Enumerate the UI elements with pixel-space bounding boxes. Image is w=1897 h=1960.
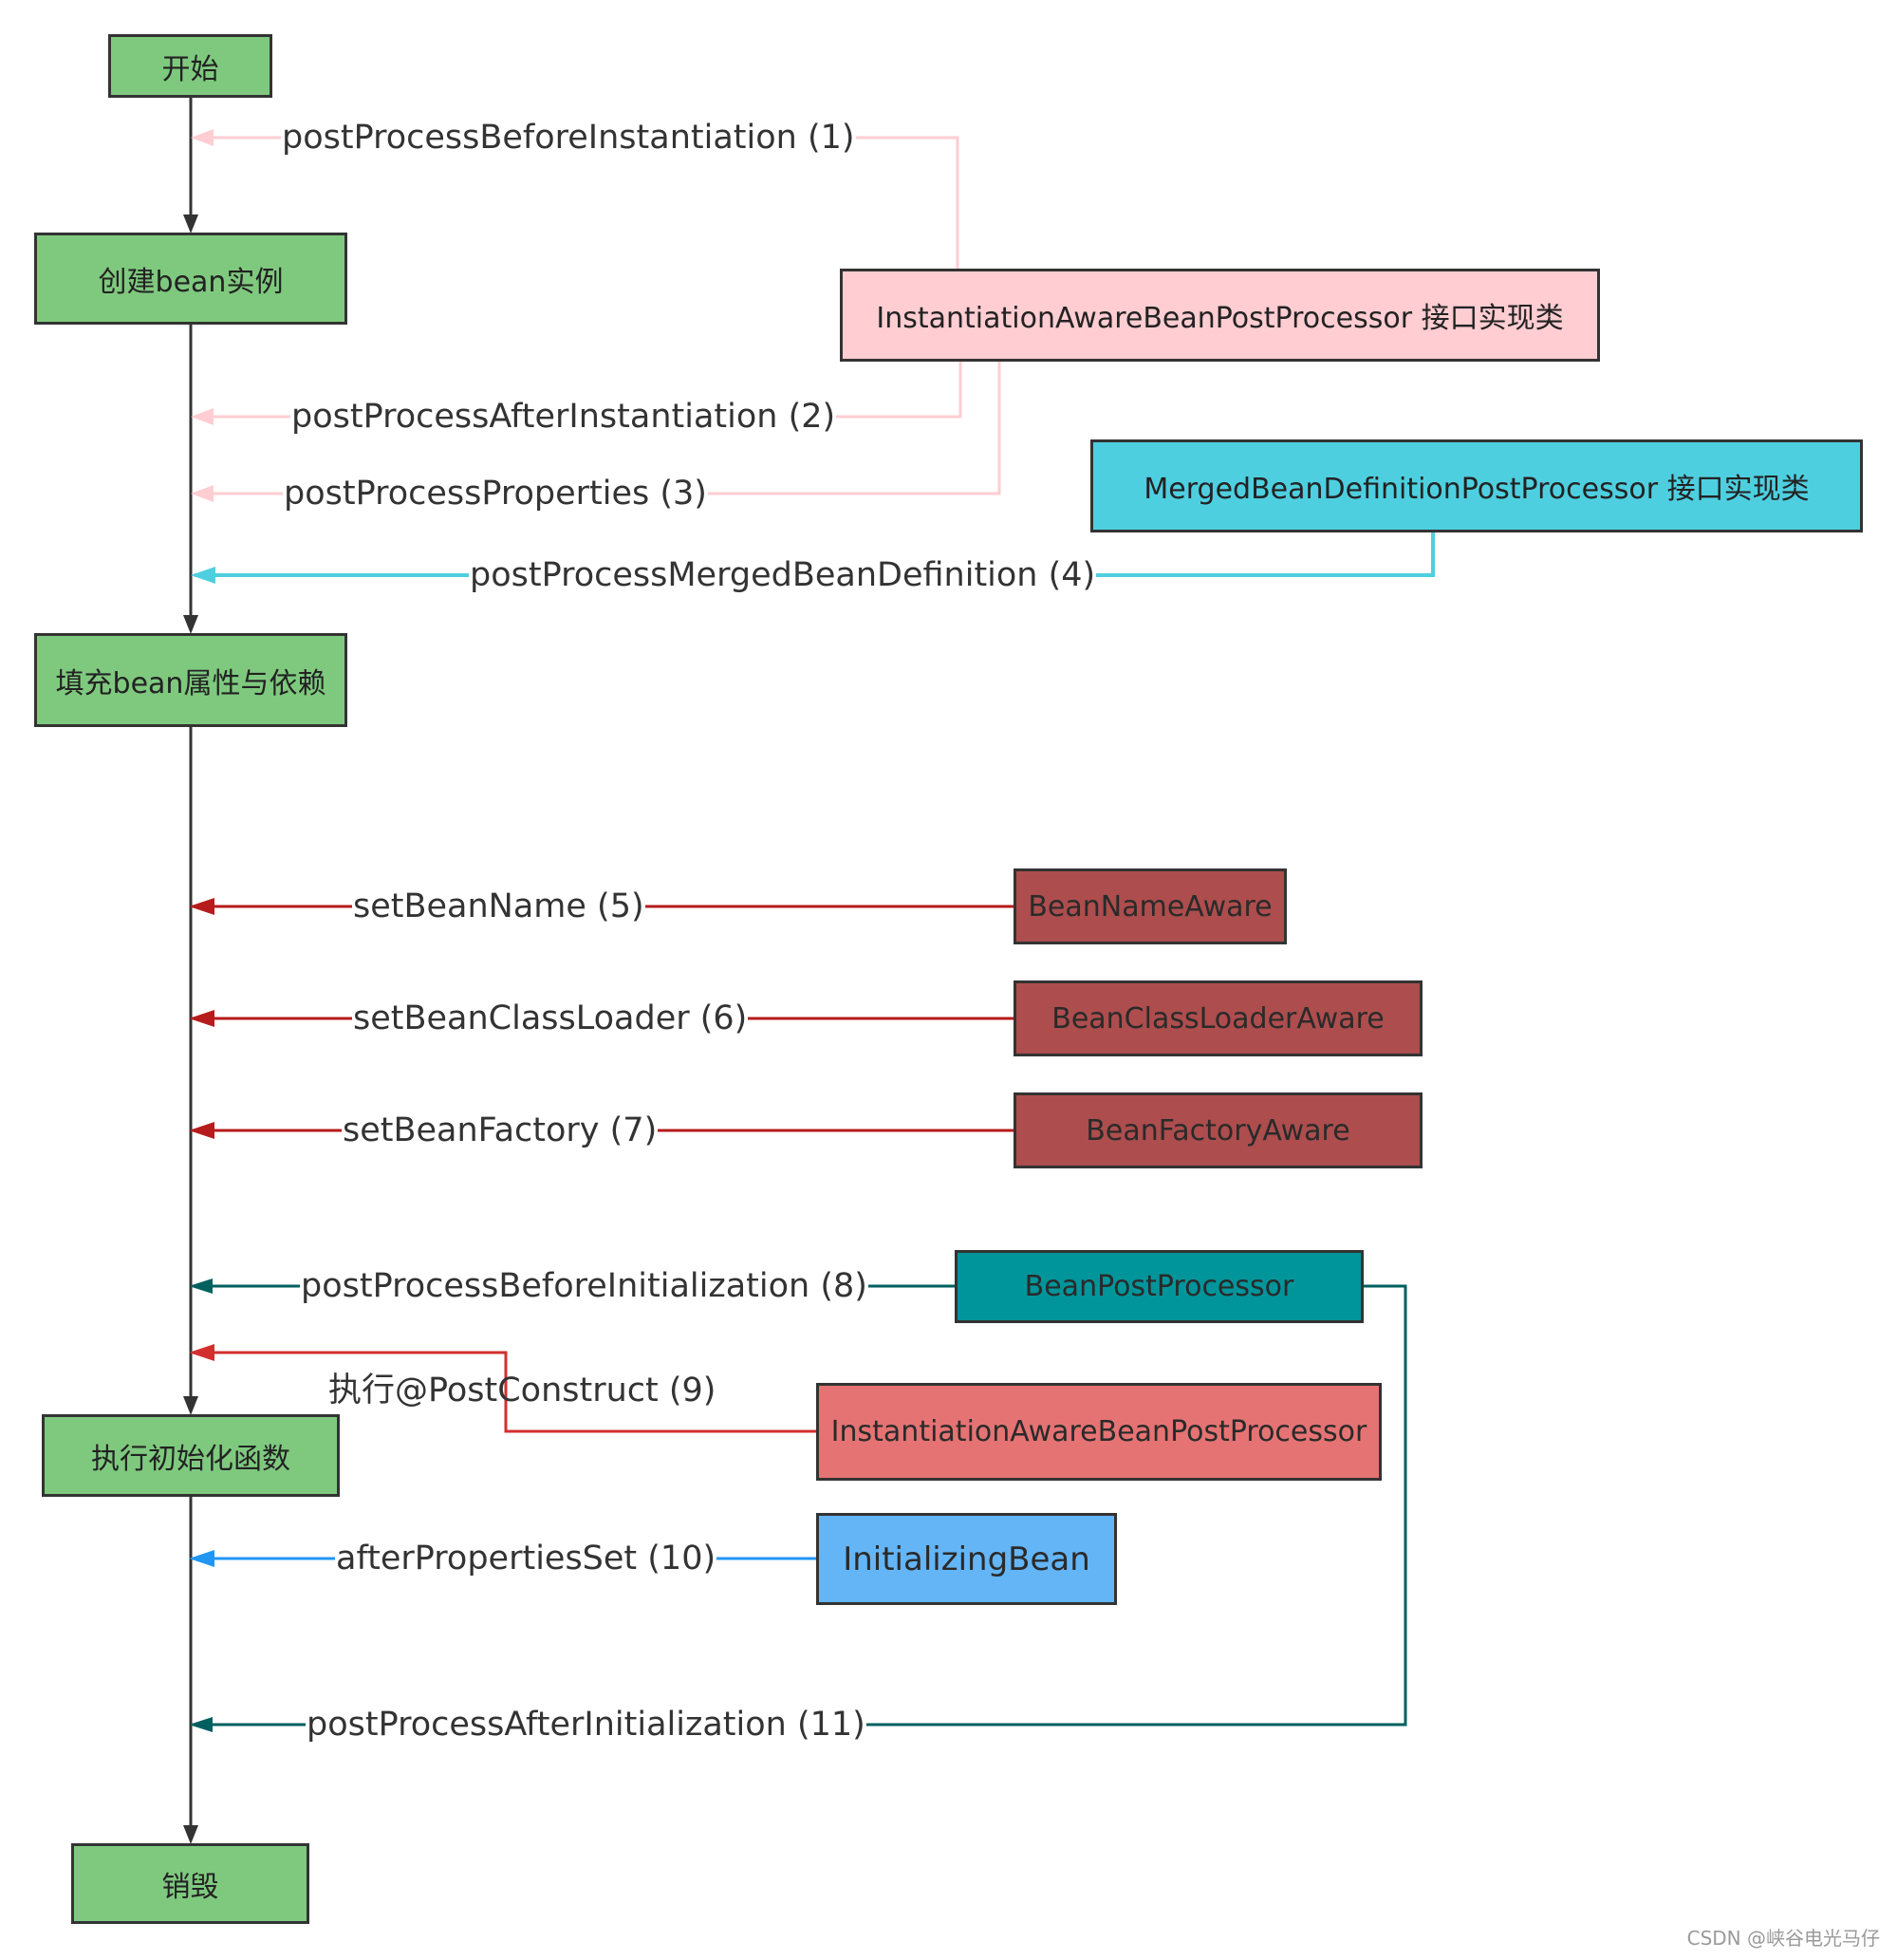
source-iabpp: InstantiationAwareBeanPostProcessor [816, 1383, 1382, 1481]
call-label-c8: postProcessBeforeInitialization (8) [300, 1265, 868, 1307]
step-create-bean: 创建bean实例 [34, 233, 347, 325]
call-label-c6: setBeanClassLoader (6) [352, 998, 749, 1039]
source-bean-factory-aware: BeanFactoryAware [1014, 1092, 1423, 1168]
call-label-c3: postProcessProperties (3) [283, 473, 708, 514]
step-destroy: 销毁 [71, 1843, 309, 1924]
source-bean-post-processor: BeanPostProcessor [955, 1250, 1364, 1323]
watermark: CSDN @峡谷电光马仔 [1686, 1927, 1880, 1950]
source-iabpp-impl: InstantiationAwareBeanPostProcessor 接口实现… [840, 269, 1600, 362]
main-flow-arrowheads [183, 215, 198, 1844]
call-label-c1: postProcessBeforeInstantiation (1) [281, 117, 856, 159]
source-bean-classloader-aware: BeanClassLoaderAware [1014, 980, 1423, 1056]
call-label-c11: postProcessAfterInitialization (11) [306, 1704, 866, 1745]
call-label-c2: postProcessAfterInstantiation (2) [290, 396, 837, 438]
connector-c9 [189, 1344, 817, 1433]
call-label-c4: postProcessMergedBeanDefinition (4) [469, 554, 1097, 596]
call-label-c9: 执行@PostConstruct (9) [328, 1372, 716, 1409]
step-populate-bean: 填充bean属性与依赖 [34, 633, 347, 727]
call-label-c10: afterPropertiesSet (10) [335, 1538, 717, 1579]
source-bean-name-aware: BeanNameAware [1014, 868, 1287, 944]
call-label-c7: setBeanFactory (7) [342, 1110, 659, 1151]
step-start: 开始 [108, 34, 272, 98]
step-init: 执行初始化函数 [42, 1414, 340, 1497]
source-mbdpp-impl: MergedBeanDefinitionPostProcessor 接口实现类 [1090, 439, 1863, 532]
source-initializing-bean: InitializingBean [816, 1513, 1117, 1605]
call-label-c5: setBeanName (5) [352, 886, 645, 927]
